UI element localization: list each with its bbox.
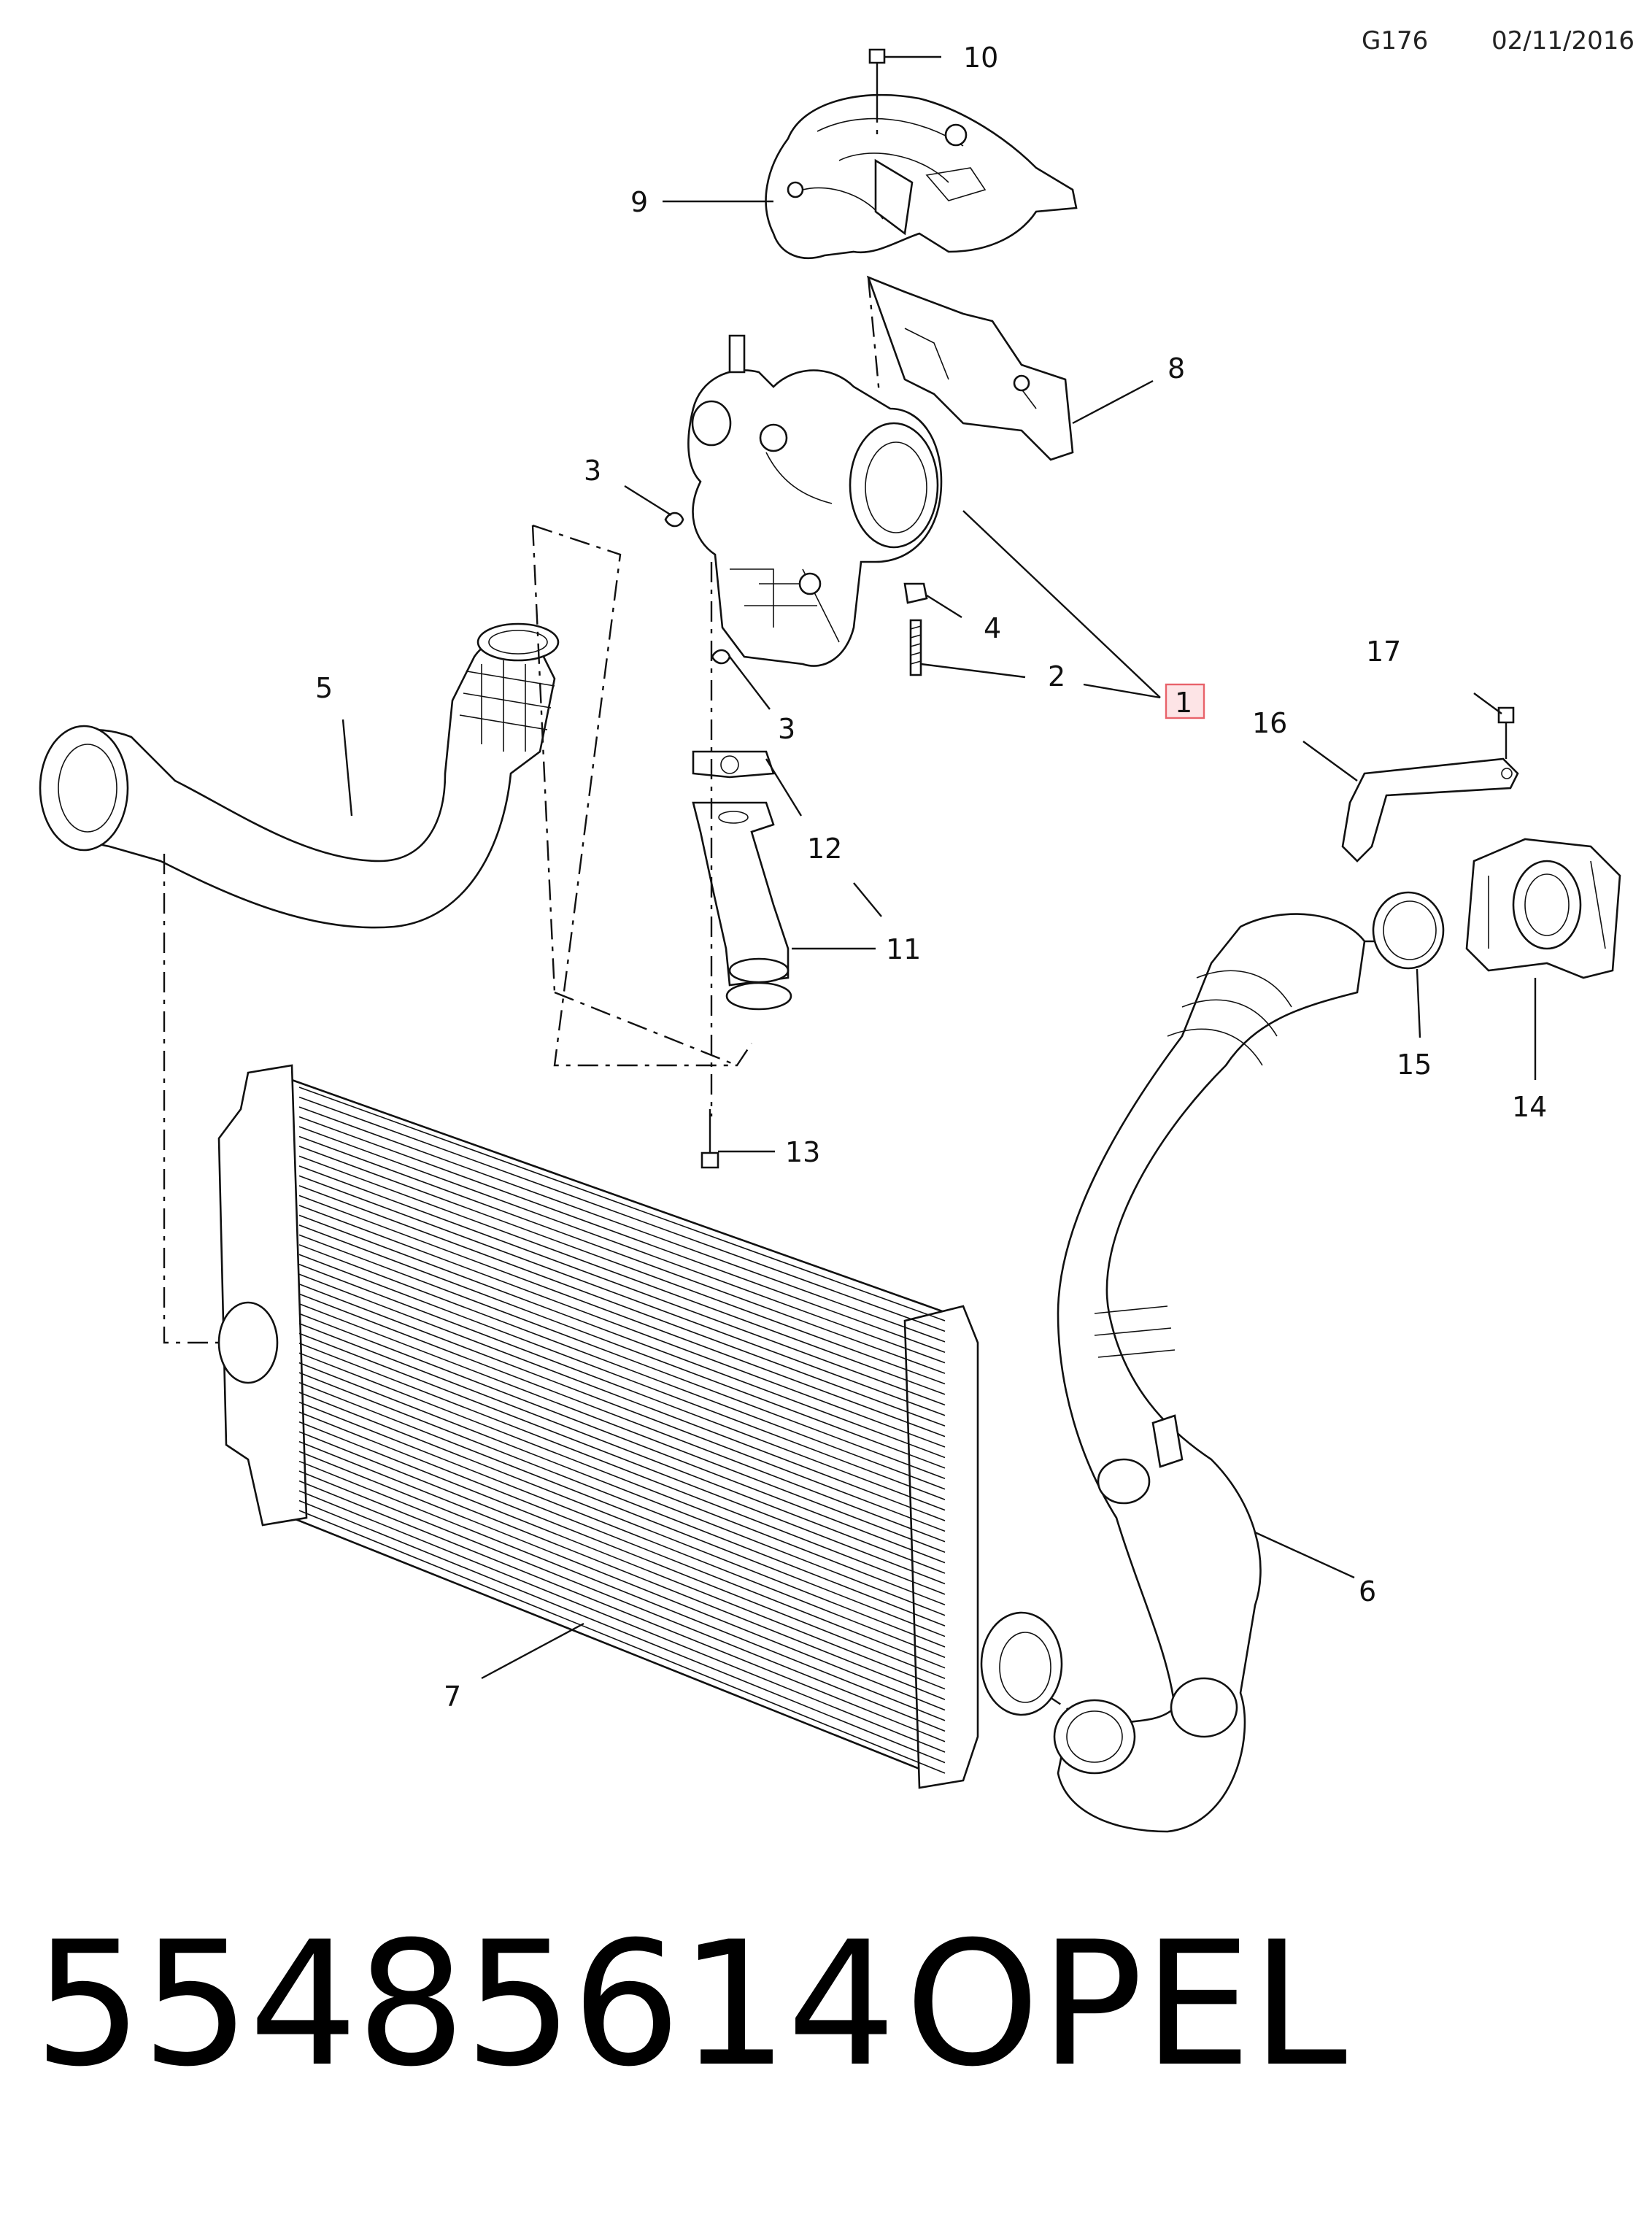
intercooler-fin-line xyxy=(298,1096,946,1332)
turbocharger-part-1[interactable] xyxy=(687,334,943,667)
intercooler-fin-line xyxy=(298,1264,946,1511)
intercooler-fin-line xyxy=(298,1352,946,1606)
intercooler-fins xyxy=(298,1087,946,1774)
intercooler-fin-line xyxy=(298,1470,946,1732)
heat-shield-part-9[interactable] xyxy=(765,93,1078,259)
nut-part-4[interactable] xyxy=(903,582,928,604)
stud-part-2[interactable] xyxy=(909,619,922,676)
diagram-code: G176 xyxy=(1362,26,1429,55)
pin-part-3-upper[interactable] xyxy=(664,512,684,528)
callout-14[interactable]: 14 xyxy=(1512,1091,1547,1123)
intercooler-fin-line xyxy=(298,1411,946,1669)
intercooler-fin-line xyxy=(298,1146,946,1385)
callout-3-lower[interactable]: 3 xyxy=(778,713,795,745)
intercooler-fin-line xyxy=(298,1392,946,1648)
intercooler-fin-line xyxy=(298,1313,946,1564)
bracket-part-8[interactable] xyxy=(866,275,1074,461)
callout-labels: 10 9 8 3 4 2 3 5 12 11 13 17 16 15 14 6 … xyxy=(315,42,1547,1713)
intercooler-fin-line xyxy=(298,1205,946,1448)
bracket-part-16[interactable] xyxy=(1341,757,1519,863)
intercooler-fin-line xyxy=(298,1362,946,1616)
intercooler-fin-line xyxy=(298,1284,946,1532)
callout-11[interactable]: 11 xyxy=(886,933,921,965)
intercooler-fin-line xyxy=(298,1106,946,1343)
intercooler-fin-line xyxy=(298,1165,946,1406)
callout-4[interactable]: 4 xyxy=(984,612,1001,644)
callout-7[interactable]: 7 xyxy=(444,1681,461,1713)
intercooler-fin-line xyxy=(298,1155,946,1395)
intercooler-fin-line xyxy=(298,1195,946,1438)
intercooler-fin-line xyxy=(298,1087,946,1321)
intercooler-fin-line xyxy=(298,1451,946,1711)
intercooler-fin-line xyxy=(298,1431,946,1690)
callout-13[interactable]: 13 xyxy=(785,1136,820,1168)
brand-name: OPEL xyxy=(905,1905,1348,2104)
intercooler-fin-line xyxy=(298,1116,946,1354)
callout-5[interactable]: 5 xyxy=(315,672,333,704)
highlight-box xyxy=(1165,683,1205,719)
intercooler-fin-line xyxy=(298,1126,946,1364)
bolt-part-17[interactable] xyxy=(1497,706,1515,759)
intercooler-fin-line xyxy=(298,1273,946,1521)
intercooler-fin-line xyxy=(298,1214,946,1459)
intercooler-fin-line xyxy=(298,1421,946,1679)
intercooler-fin-line xyxy=(298,1490,946,1753)
intercooler-fin-line xyxy=(298,1254,946,1500)
leader-lines xyxy=(341,55,1537,1680)
callout-8[interactable]: 8 xyxy=(1167,352,1185,385)
seal-part-15[interactable] xyxy=(1372,891,1445,970)
intercooler-fin-line xyxy=(298,1342,946,1595)
callout-2[interactable]: 2 xyxy=(1048,660,1065,692)
throttle-body-part-14[interactable] xyxy=(1465,838,1621,979)
intercooler-fin-line xyxy=(298,1234,946,1480)
diagram-date: 02/11/2016 xyxy=(1491,26,1634,55)
callout-12[interactable]: 12 xyxy=(807,833,842,865)
callout-15[interactable]: 15 xyxy=(1397,1049,1432,1081)
intercooler-fin-line xyxy=(298,1332,946,1585)
bolt-part-13[interactable] xyxy=(700,1109,719,1169)
intercooler-fin-line xyxy=(298,1381,946,1637)
intercooler-fin-line xyxy=(298,1293,946,1543)
callout-10[interactable]: 10 xyxy=(963,42,998,74)
intercooler-fin-line xyxy=(298,1322,946,1574)
callout-1[interactable]: 1 xyxy=(1175,687,1192,719)
intercooler-fin-line xyxy=(298,1500,946,1764)
intercooler-fin-line xyxy=(298,1460,946,1721)
callout-16[interactable]: 16 xyxy=(1252,707,1287,739)
callout-6[interactable]: 6 xyxy=(1359,1575,1376,1608)
intercooler-fin-line xyxy=(298,1510,946,1774)
bolt-part-10[interactable] xyxy=(868,48,886,102)
intercooler-fin-line xyxy=(298,1401,946,1659)
intercooler-fin-line xyxy=(298,1303,946,1553)
intercooler-fin-line xyxy=(298,1440,946,1700)
hose-part-5[interactable] xyxy=(39,622,560,929)
pipe-part-11[interactable] xyxy=(692,801,792,1011)
callout-3-upper[interactable]: 3 xyxy=(584,455,601,487)
callout-9[interactable]: 9 xyxy=(630,186,648,218)
intercooler-fin-line xyxy=(298,1224,946,1469)
hose-part-6[interactable] xyxy=(1053,913,1366,1833)
intercooler-fin-line xyxy=(298,1372,946,1627)
intercooler-fin-line xyxy=(298,1135,946,1374)
intercooler-fin-line xyxy=(298,1185,946,1427)
intercooler-fin-line xyxy=(298,1175,946,1416)
part-number: 55485614 xyxy=(34,1905,896,2104)
gasket-part-12[interactable] xyxy=(692,750,775,779)
intercooler-fin-line xyxy=(298,1244,946,1490)
pin-part-3-lower[interactable] xyxy=(711,649,731,665)
intercooler-part-7[interactable] xyxy=(217,1064,1063,1789)
callout-17[interactable]: 17 xyxy=(1366,636,1401,668)
intercooler-fin-line xyxy=(298,1480,946,1743)
